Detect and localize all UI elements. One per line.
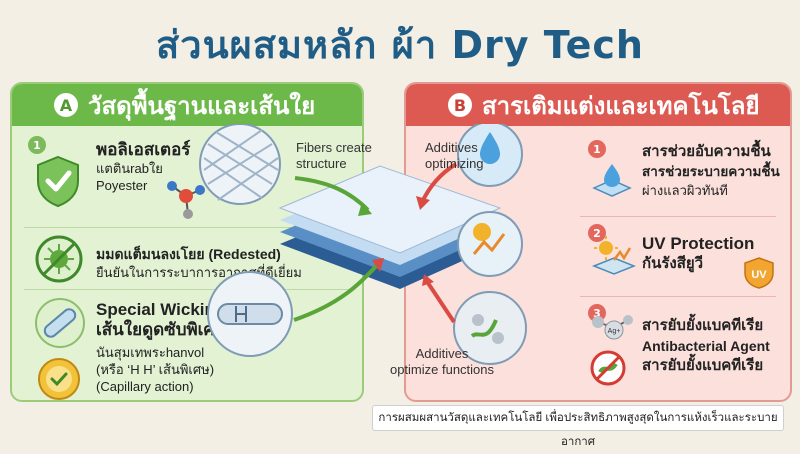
panel-b-heading: สารเติมแต่งและเทคโนโลยี — [482, 91, 760, 120]
fabric-layers-illustration — [199, 124, 527, 365]
item-line: สารช่วยระบายความชื้น — [642, 164, 780, 179]
item-recycled: มมดแต็มนลงเโยย (Redested) ยืนยันในการระบ… — [96, 244, 358, 281]
item-title: พอลิเอสเตอร์ — [96, 140, 191, 159]
page-title: ส่วนผสมหลัก ผ้า Dry Tech — [156, 23, 644, 67]
item-moisture-agent: สารช่วยอับความชื้น สารช่วยระบายความชื้น … — [642, 142, 788, 199]
item-line: Poyester — [96, 178, 148, 193]
item-line: แตตินrabใย — [96, 161, 163, 176]
silver-ion-no-bacteria-icon: Ag+ — [590, 315, 633, 386]
badge-check-icon — [38, 358, 80, 400]
item-line: (Capillary action) — [96, 379, 194, 394]
item-line: สารยับยั้งแบคทีเรีย — [642, 357, 764, 374]
footer-caption: การผสมผสานวัสดุและเทคโนโลยี เพื่อประสิทธ… — [372, 405, 784, 448]
uv-badge-text: UV — [751, 269, 767, 281]
item-title: UV Protection — [642, 234, 755, 253]
item-wicking-fiber: Special Wicking Fiber เส้นใยดูดซับพิเศษ … — [96, 300, 358, 395]
item-polyester: พอลิเอสเตอร์ แตตินrabใย Poyester — [96, 140, 246, 194]
panel-a-badge: A — [54, 93, 78, 117]
item-line: กันรังสียูวี — [642, 255, 704, 272]
callout-additives-top: Additives optimizing — [425, 140, 515, 172]
sun-uv-icon — [591, 236, 637, 275]
item-line: (หรือ ‘H H’ เส้นพิเศษ) — [96, 362, 215, 377]
divider — [580, 296, 776, 297]
shield-check-icon — [37, 155, 79, 208]
callout-additives-bottom: Additives optimize functions — [372, 346, 512, 378]
item-line: นันสุมเทพระhanvol — [96, 345, 205, 360]
panel-a-heading: วัสดุพื้นฐานและเส้นใย — [88, 91, 316, 120]
item-title: สารยับยั้งแบคทีเรีย — [642, 317, 764, 334]
item-number: 1 — [588, 140, 606, 158]
divider — [24, 227, 350, 228]
molecule-icon — [167, 181, 205, 219]
callout-fibers: Fibers create structure — [296, 140, 386, 172]
divider — [580, 216, 776, 217]
panel-b-badge: B — [448, 93, 472, 117]
moisture-layer-icon — [592, 164, 632, 197]
item-number: 2 — [588, 224, 606, 242]
item-antibacterial: สารยับยั้งแบคทีเรีย Antibacterial Agent … — [642, 316, 788, 376]
callout-additives-bottom-text: Additives optimize functions — [389, 346, 495, 377]
callout-fibers-text: Fibers create structure — [296, 140, 372, 171]
item-title: มมดแต็มนลงเโยย (Redested) — [96, 246, 281, 262]
divider — [24, 289, 350, 290]
uv-shield-icon: UV — [744, 257, 774, 289]
no-bacteria-icon — [35, 235, 83, 283]
panel-b-header: B สารเติมแต่งและเทคโนโลยี — [406, 84, 790, 126]
item-line: ผ่างแลวผิวทันที — [642, 183, 728, 198]
item-title-thai: เส้นใยดูดซับพิเศษ — [96, 320, 226, 339]
item-uv-protection: UV Protection กันรังสียูวี — [642, 234, 792, 274]
item-line: Antibacterial Agent — [642, 338, 770, 354]
fiber-tube-icon — [35, 298, 85, 348]
ag-ion-label: Ag+ — [608, 328, 621, 335]
panel-a-header: A วัสดุพื้นฐานและเส้นใย — [12, 84, 362, 126]
item-title: สารช่วยอับความชื้น — [642, 143, 771, 160]
item-number: 1 — [28, 136, 46, 154]
callout-additives-top-text: Additives optimizing — [425, 140, 484, 171]
